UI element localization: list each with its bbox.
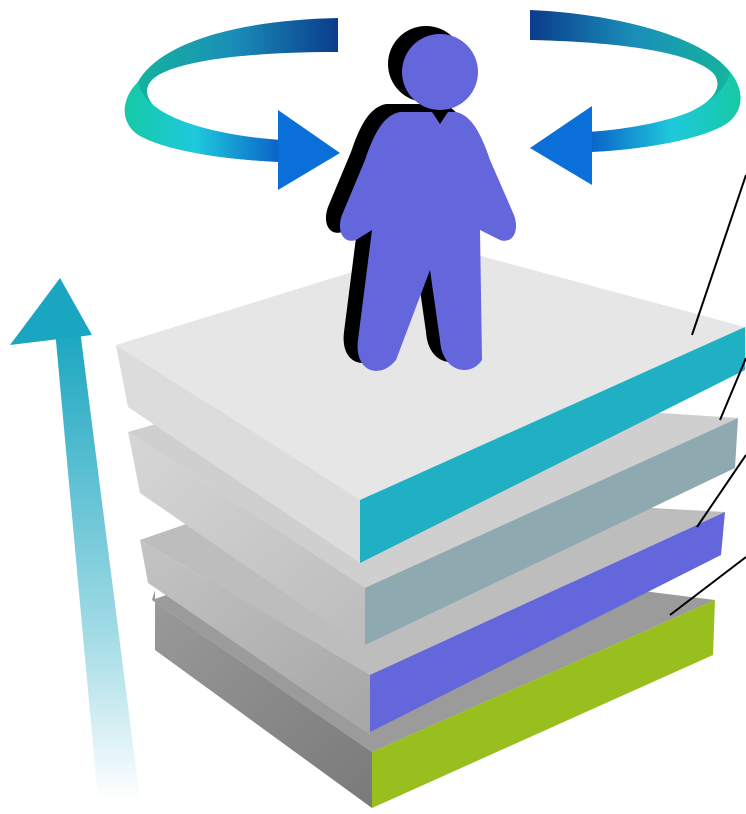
rotate-left-arrow-icon [124, 18, 340, 190]
callout-line-2 [719, 357, 746, 421]
person-icon [325, 26, 517, 371]
layer-top [116, 245, 745, 563]
callout-line-4 [669, 556, 746, 616]
callout-lines [669, 174, 746, 616]
rotate-right-arrow-icon [530, 10, 741, 185]
callout-line-3 [696, 454, 746, 528]
up-arrow-icon [10, 278, 140, 800]
callout-line-1 [691, 174, 746, 336]
